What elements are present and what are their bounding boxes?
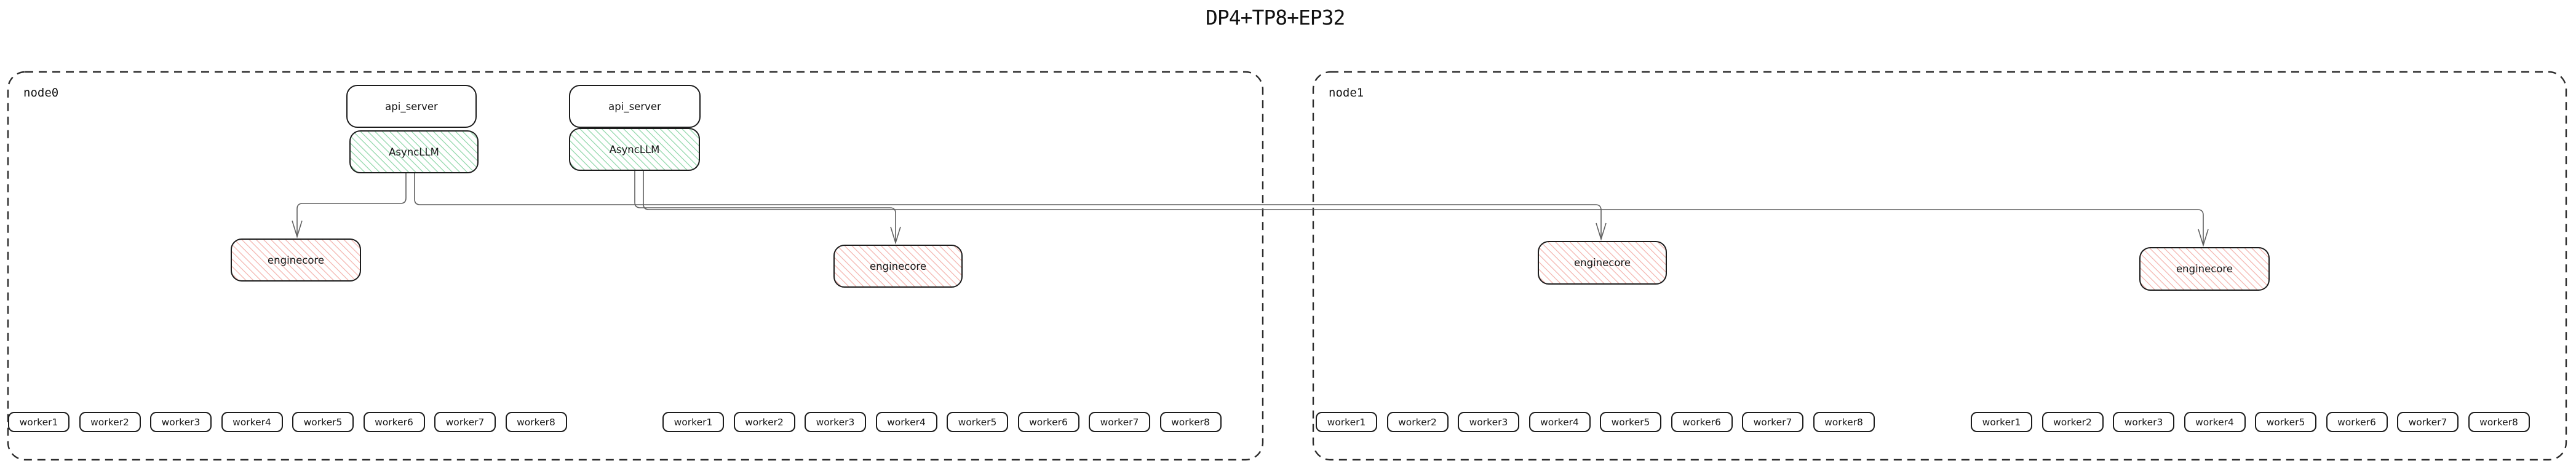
worker-box: worker4 (875, 412, 937, 432)
worker-group-4: worker1 worker2 worker3 worker4 worker5 worke… (1971, 412, 2530, 432)
worker-box: worker7 (434, 412, 496, 432)
node0-label: node0 (23, 86, 59, 100)
worker-group-1: worker1 worker2 worker3 worker4 worker5 worke… (8, 412, 567, 432)
worker-box: worker4 (1529, 412, 1591, 432)
worker-box: worker2 (79, 412, 141, 432)
worker-box: worker8 (2468, 412, 2530, 432)
worker-box: worker5 (2255, 412, 2316, 432)
worker-box: worker1 (1316, 412, 1377, 432)
worker-box: worker8 (505, 412, 567, 432)
worker-box: worker1 (8, 412, 70, 432)
page-title: DP4+TP8+EP32 (1206, 6, 1345, 30)
worker-box: worker4 (2184, 412, 2246, 432)
worker-box: worker2 (1386, 412, 1449, 432)
worker-box: worker8 (1159, 412, 1222, 432)
worker-group-3: worker1 worker2 worker3 worker4 worker5 worke… (1316, 412, 1875, 432)
node1-label: node1 (1329, 86, 1364, 100)
enginecore-box-4: enginecore (2139, 247, 2270, 291)
worker-box: worker5 (1600, 412, 1661, 432)
worker-box: worker3 (2113, 412, 2174, 432)
enginecore-box-2: enginecore (833, 245, 963, 288)
enginecore-box-3: enginecore (1538, 241, 1667, 285)
worker-box: worker5 (947, 412, 1008, 432)
worker-box: worker3 (150, 412, 212, 432)
worker-box: worker6 (1671, 412, 1733, 432)
worker-box: worker2 (733, 412, 795, 432)
worker-box: worker6 (363, 412, 425, 432)
worker-box: worker5 (292, 412, 354, 432)
node1-container (1312, 71, 2567, 461)
worker-box: worker3 (1458, 412, 1519, 432)
worker-group-2: worker1 worker2 worker3 worker4 worker5 worke… (662, 412, 1222, 432)
worker-box: worker7 (1089, 412, 1150, 432)
asyncllm-box-1: AsyncLLM (349, 130, 479, 173)
worker-box: worker2 (2041, 412, 2104, 432)
worker-box: worker3 (805, 412, 866, 432)
worker-box: worker6 (2326, 412, 2388, 432)
enginecore-box-1: enginecore (231, 238, 361, 282)
node0-container (7, 71, 1264, 461)
worker-box: worker6 (1017, 412, 1079, 432)
api-server-box-1: api_server (346, 85, 477, 128)
worker-box: worker8 (1813, 412, 1875, 432)
api-server-box-2: api_server (569, 85, 701, 128)
worker-box: worker7 (1742, 412, 1803, 432)
worker-box: worker1 (662, 412, 724, 432)
asyncllm-box-2: AsyncLLM (569, 128, 700, 171)
worker-box: worker7 (2397, 412, 2459, 432)
worker-box: worker1 (1971, 412, 2032, 432)
worker-box: worker4 (221, 412, 283, 432)
